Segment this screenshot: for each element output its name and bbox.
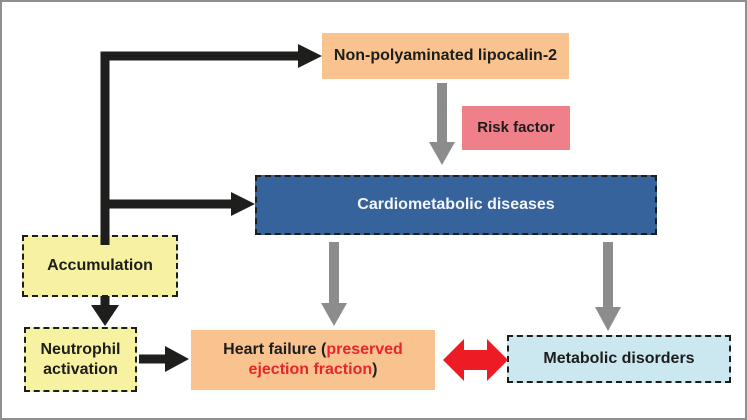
node-label: Non-polyaminated lipocalin-2 bbox=[333, 47, 558, 64]
node-accumulation: Accumulation bbox=[22, 235, 178, 297]
heart-failure-label-suffix: ) bbox=[372, 361, 378, 378]
arrow-lipocalin-to-cardiometabolic bbox=[429, 83, 455, 165]
node-label: Risk factor bbox=[477, 118, 555, 136]
down-arrowhead-icon bbox=[429, 142, 455, 165]
down-arrowhead-icon bbox=[595, 307, 621, 331]
arrow-cardiometabolic-to-metabolic bbox=[595, 242, 621, 331]
heart-failure-label-highlight: preserved ejection fraction bbox=[248, 341, 403, 378]
heart-failure-label-prefix: Heart failure ( bbox=[223, 341, 327, 358]
node-non-polyaminated-lipocalin-2: Non-polyaminated lipocalin-2 bbox=[322, 33, 569, 79]
down-arrowhead-icon bbox=[91, 305, 119, 326]
node-heart-failure-pef: Heart failure (preserved ejection fracti… bbox=[191, 330, 435, 390]
arrowhead-to-lipocalin-icon bbox=[298, 44, 322, 68]
node-label: Heart failure (preserved ejection fracti… bbox=[201, 340, 425, 380]
node-cardiometabolic-diseases: Cardiometabolic diseases bbox=[255, 175, 657, 235]
node-label: Neutrophil activation bbox=[40, 340, 121, 378]
node-neutrophil-activation: Neutrophil activation bbox=[24, 327, 137, 392]
node-label: Accumulation bbox=[47, 257, 153, 274]
arrowhead-to-cardiometabolic-icon bbox=[231, 192, 255, 216]
node-label: Metabolic disorders bbox=[543, 350, 695, 367]
arrow-cardiometabolic-to-heart-failure bbox=[321, 242, 347, 326]
node-risk-factor: Risk factor bbox=[462, 106, 570, 150]
node-label: Cardiometabolic diseases bbox=[357, 196, 555, 213]
node-metabolic-disorders: Metabolic disorders bbox=[507, 335, 731, 383]
arrow-accumulation-to-neutrophil bbox=[91, 296, 119, 326]
down-arrowhead-icon bbox=[321, 303, 347, 326]
red-bidirectional-arrow-icon bbox=[443, 339, 508, 381]
arrow-neutrophil-to-heart-failure bbox=[139, 346, 189, 372]
right-arrowhead-icon bbox=[165, 346, 189, 372]
